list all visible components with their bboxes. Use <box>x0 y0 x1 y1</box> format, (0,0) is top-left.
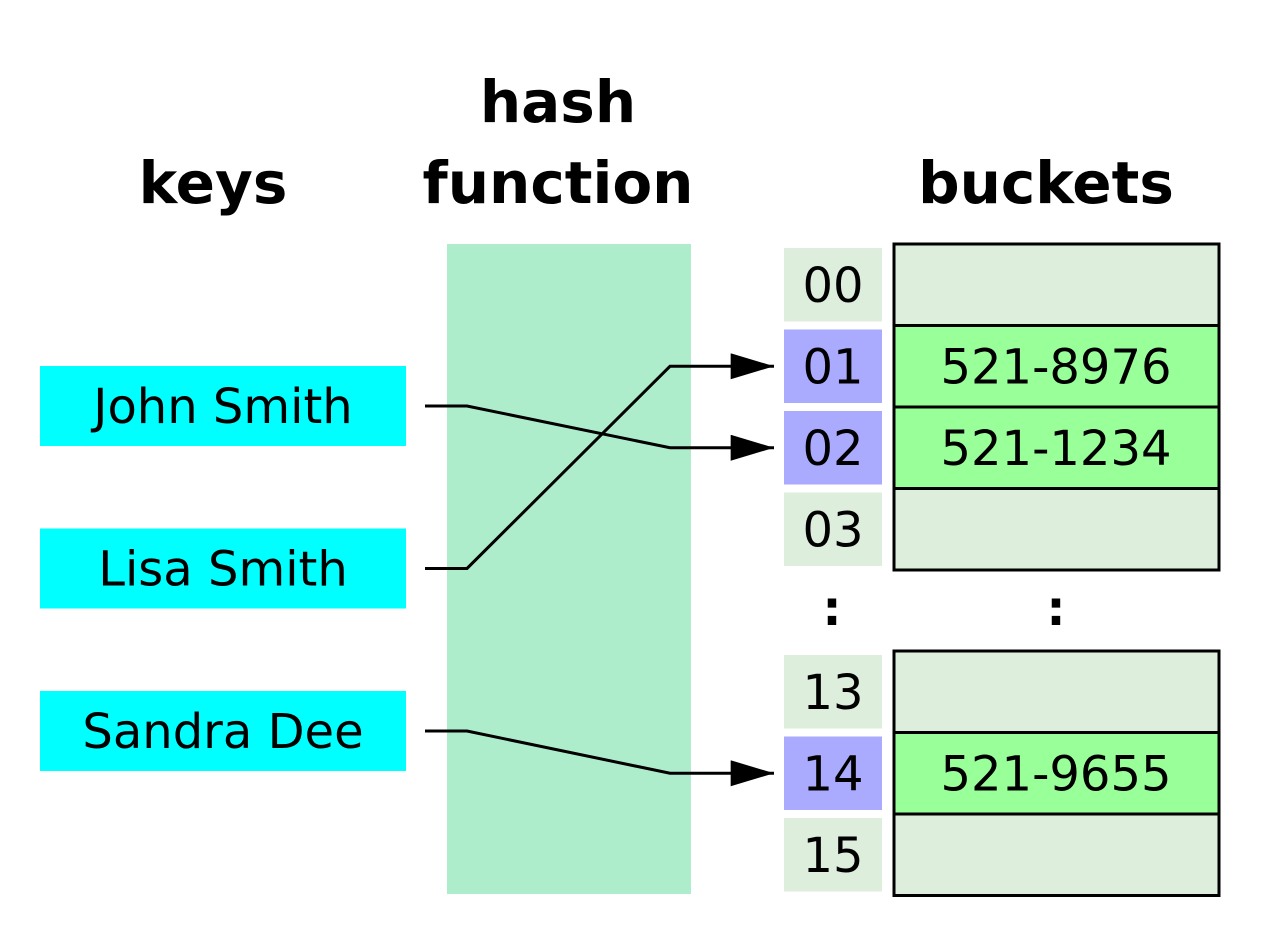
bucket-index-label: 00 <box>802 258 863 314</box>
hash-function-heading-line1: hash <box>480 68 636 136</box>
key-item: Sandra Dee <box>40 691 406 771</box>
bucket-index-label: 01 <box>802 339 863 395</box>
bucket-value-cell <box>892 242 1221 327</box>
bucket-value-label: 521-1234 <box>940 421 1171 477</box>
bucket-row: 00 <box>784 242 1221 327</box>
index-ellipsis: : <box>822 581 841 637</box>
bucket-row: 13 <box>784 649 1221 734</box>
key-box <box>40 528 406 609</box>
bucket-block: 13 14 521-9655 15 <box>784 649 1221 897</box>
key-label: Sandra Dee <box>82 704 363 760</box>
key-item: John Smith <box>40 366 406 446</box>
bucket-index-cell <box>784 736 882 810</box>
bucket-index-cell <box>784 248 882 322</box>
bucket-index-label: 14 <box>802 746 863 802</box>
buckets-heading: buckets <box>918 149 1174 217</box>
bucket-row: 15 <box>784 812 1221 897</box>
bucket-value-label: 521-9655 <box>940 746 1171 802</box>
bucket-value-cell <box>892 487 1221 572</box>
bucket-row: 02 521-1234 <box>784 405 1221 490</box>
bucket-ellipsis: : <box>1046 581 1065 637</box>
hash-function-heading-line2: function <box>423 149 694 217</box>
bucket-value-label: 521-8976 <box>940 339 1171 395</box>
bucket-index-cell <box>784 818 882 892</box>
hash-function-region <box>447 244 691 894</box>
bucket-index-label: 02 <box>802 421 863 477</box>
bucket-value-cell <box>892 405 1221 490</box>
bucket-value-cell <box>892 812 1221 897</box>
hash-arrow <box>425 404 775 461</box>
hash-arrow <box>425 729 775 787</box>
bucket-row: 14 521-9655 <box>784 731 1221 816</box>
bucket-value-cell <box>892 649 1221 734</box>
bucket-value-cell <box>892 324 1221 409</box>
keys-heading: keys <box>139 149 288 217</box>
hash-arrow <box>425 353 775 570</box>
key-item: Lisa Smith <box>40 528 406 609</box>
bucket-index-cell <box>784 492 882 566</box>
bucket-row: 01 521-8976 <box>784 324 1221 409</box>
bucket-block: 00 01 521-8976 02 521-1234 03 <box>784 242 1221 572</box>
bucket-index-label: 15 <box>802 828 863 884</box>
bucket-index-label: 03 <box>802 502 863 558</box>
bucket-index-cell <box>784 329 882 403</box>
buckets-column: 00 01 521-8976 02 521-1234 03 13 14 521-9655 15 <box>784 242 1221 897</box>
bucket-index-cell <box>784 411 882 485</box>
bucket-value-cell <box>892 731 1221 816</box>
key-box <box>40 366 406 446</box>
hash-mapping-arrows <box>425 353 775 787</box>
key-label: John Smith <box>90 379 352 435</box>
key-box <box>40 691 406 771</box>
bucket-row: 03 <box>784 487 1221 572</box>
bucket-index-label: 13 <box>802 665 863 721</box>
key-label: Lisa Smith <box>98 542 348 598</box>
bucket-index-cell <box>784 655 882 729</box>
